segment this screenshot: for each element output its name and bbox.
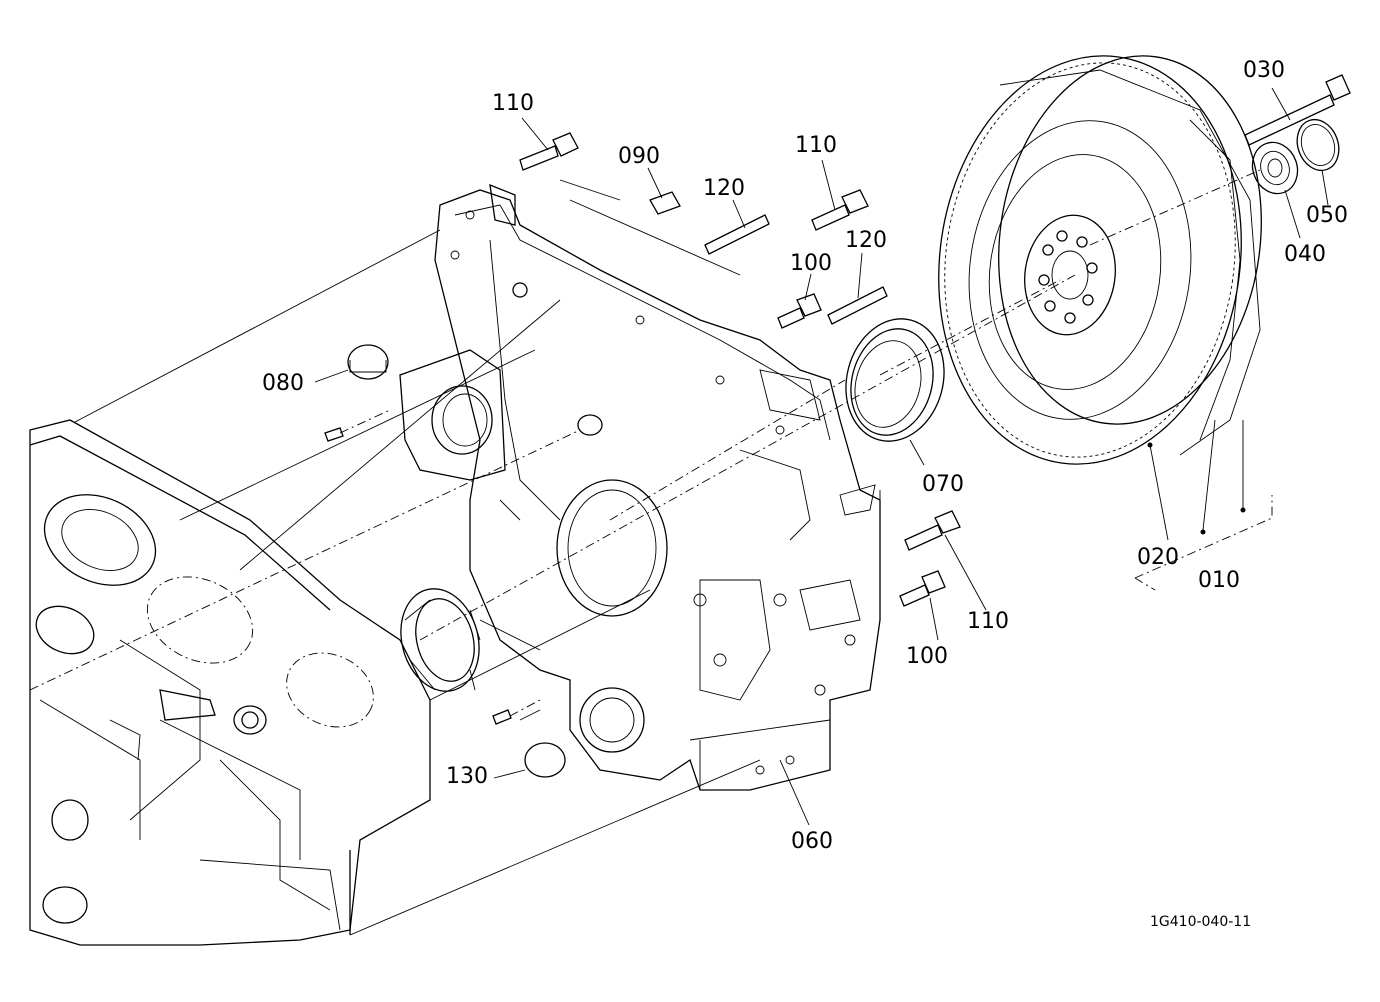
label-060: 060 [791, 829, 833, 854]
label-050: 050 [1306, 203, 1348, 228]
bolt-110-lower [904, 510, 961, 551]
label-110-mid: 110 [795, 133, 837, 158]
label-080: 080 [262, 371, 304, 396]
stud-120-left [704, 214, 770, 255]
alignment-lines [29, 169, 1261, 936]
label-110-lower: 110 [967, 609, 1009, 634]
label-020: 020 [1137, 545, 1179, 570]
label-120-left: 120 [703, 176, 745, 201]
dowel-pins [324, 427, 512, 725]
bolt-110-top [519, 132, 579, 171]
oil-seal [845, 318, 945, 442]
label-100-top: 100 [790, 251, 832, 276]
bolt-100-lower [899, 570, 946, 607]
flywheel [938, 55, 1262, 465]
cap-080 [347, 344, 389, 380]
engine-block [29, 419, 481, 946]
plug-090 [649, 191, 681, 215]
label-100-lower: 100 [906, 644, 948, 669]
cap-130 [524, 742, 566, 778]
part-labels: 110 090 120 110 100 120 080 070 110 100 … [262, 58, 1348, 854]
gasket [399, 349, 506, 481]
label-070: 070 [922, 472, 964, 497]
stud-120-right [827, 286, 888, 325]
bearing-040 [1251, 141, 1299, 195]
label-040: 040 [1284, 242, 1326, 267]
label-010: 010 [1198, 568, 1240, 593]
leader-lines [314, 87, 1329, 826]
diagram-reference-code: 1G410-040-11 [1150, 914, 1251, 930]
bolt-110-mid [811, 189, 869, 231]
label-130: 130 [446, 764, 488, 789]
label-110-top: 110 [492, 91, 534, 116]
bolt-100-top [777, 293, 822, 329]
label-090: 090 [618, 144, 660, 169]
label-030: 030 [1243, 58, 1285, 83]
circlip-050 [1296, 118, 1340, 172]
gear-case [434, 183, 881, 791]
label-120-right: 120 [845, 228, 887, 253]
